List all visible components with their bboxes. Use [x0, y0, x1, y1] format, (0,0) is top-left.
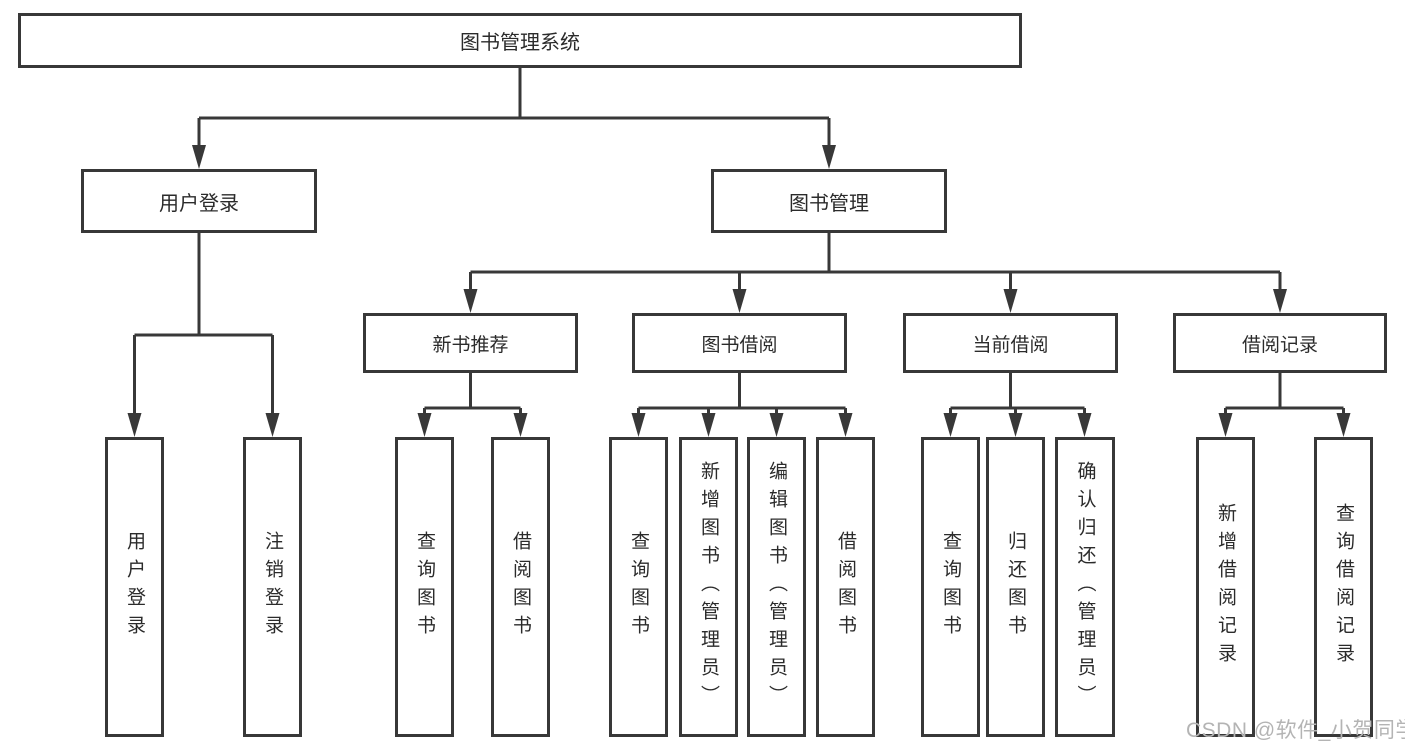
- node-leaf-borrow-books-1: 借阅图书: [491, 437, 550, 737]
- node-leaf-add-books-admin: 新增图书（管理员）: [679, 437, 738, 737]
- node-label: 查询图书: [940, 531, 961, 643]
- node-label: 用户登录: [159, 192, 239, 215]
- node-book-management: 图书管理: [711, 169, 947, 233]
- node-new-book-recommend: 新书推荐: [363, 313, 578, 373]
- node-label: 编辑图书（管理员）: [766, 461, 787, 713]
- node-label: 借阅记录: [1241, 334, 1318, 356]
- node-label: 查询图书: [628, 531, 649, 643]
- node-leaf-return-books: 归还图书: [986, 437, 1045, 737]
- node-book-borrowing: 图书借阅: [632, 313, 847, 373]
- node-current-borrowing: 当前借阅: [903, 313, 1118, 373]
- node-label: 归还图书: [1005, 531, 1026, 643]
- node-label: 用户登录: [124, 531, 145, 643]
- connector-paths: [133, 68, 1345, 415]
- node-label: 新书推荐: [432, 334, 509, 356]
- csdn-watermark: CSDN @软件_小贺同学: [1186, 719, 1405, 742]
- node-leaf-query-borrow-record: 查询借阅记录: [1314, 437, 1373, 737]
- node-library-system: 图书管理系统: [18, 13, 1022, 68]
- node-leaf-edit-books-admin: 编辑图书（管理员）: [747, 437, 806, 737]
- node-user-login: 用户登录: [81, 169, 317, 233]
- node-label: 新增借阅记录: [1215, 503, 1236, 671]
- node-leaf-logout: 注销登录: [243, 437, 302, 737]
- node-label: 查询借阅记录: [1333, 503, 1354, 671]
- node-label: 查询图书: [414, 531, 435, 643]
- node-label: 借阅图书: [510, 531, 531, 643]
- node-label: 新增图书（管理员）: [698, 461, 719, 713]
- node-borrowing-records: 借阅记录: [1173, 313, 1387, 373]
- node-leaf-borrow-books-2: 借阅图书: [816, 437, 875, 737]
- node-label: 确认归还（管理员）: [1074, 461, 1096, 713]
- node-leaf-query-books-2: 查询图书: [609, 437, 668, 737]
- node-label: 注销登录: [262, 531, 283, 643]
- arrowheads: [127, 145, 1351, 437]
- node-leaf-user-login: 用户登录: [105, 437, 164, 737]
- node-leaf-confirm-return-admin: 确认归还（管理员）: [1055, 437, 1115, 737]
- node-label: 当前借阅: [972, 334, 1049, 356]
- node-label: 图书管理: [789, 192, 869, 215]
- node-label: 借阅图书: [835, 531, 856, 643]
- node-label: 图书借阅: [701, 334, 778, 356]
- node-leaf-query-books-3: 查询图书: [921, 437, 980, 737]
- node-leaf-add-borrow-record: 新增借阅记录: [1196, 437, 1255, 737]
- node-leaf-query-books-1: 查询图书: [395, 437, 454, 737]
- node-label: 图书管理系统: [460, 32, 580, 54]
